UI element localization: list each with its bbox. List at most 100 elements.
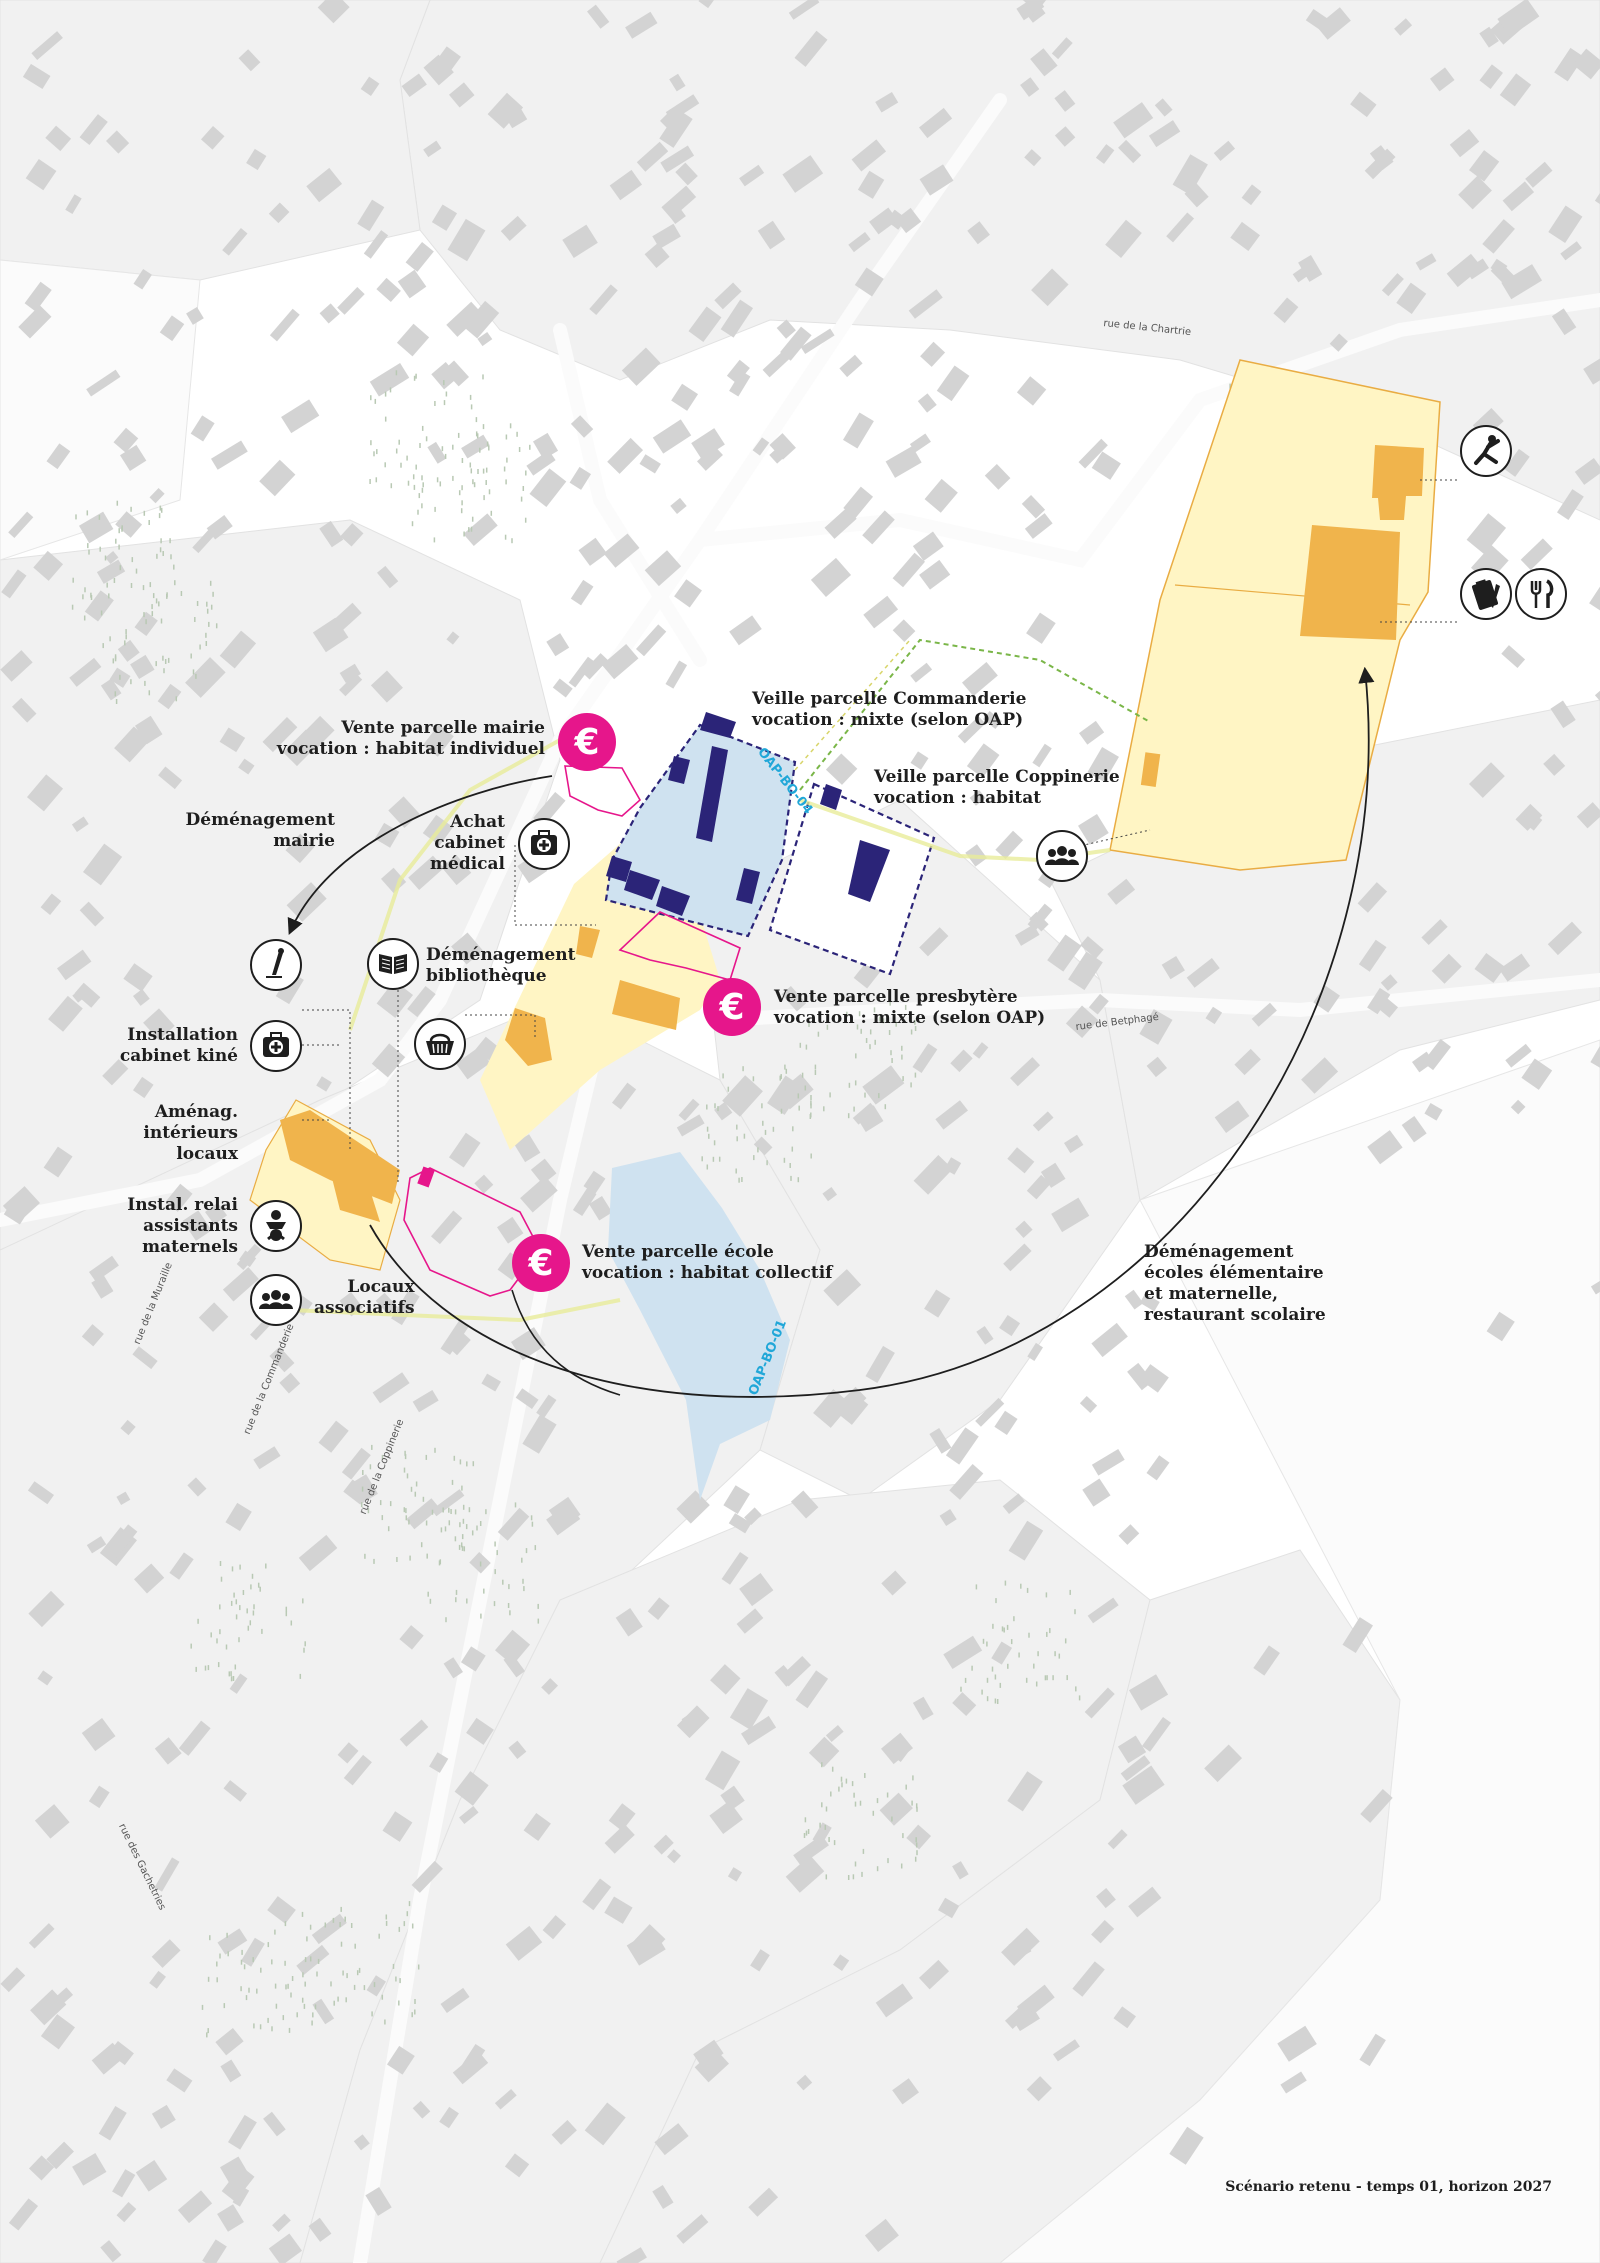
building — [676, 1705, 710, 1739]
building — [22, 63, 51, 89]
building — [454, 1771, 489, 1806]
building — [869, 207, 898, 235]
building — [810, 557, 852, 598]
building — [800, 328, 835, 355]
building — [190, 415, 215, 442]
building — [217, 1928, 248, 1955]
building — [88, 1785, 110, 1809]
building — [862, 1065, 905, 1105]
building — [570, 415, 594, 438]
building — [369, 362, 410, 397]
building — [885, 446, 922, 478]
building — [1161, 955, 1185, 980]
building — [825, 753, 858, 785]
building — [736, 1608, 764, 1634]
building — [408, 855, 444, 890]
baby-icon — [250, 1200, 302, 1252]
building — [1277, 2025, 1317, 2062]
building — [357, 199, 385, 232]
building — [496, 1216, 524, 1244]
building — [1583, 355, 1600, 385]
building — [1556, 489, 1584, 520]
building — [1026, 1174, 1051, 1200]
building — [100, 2240, 122, 2263]
building — [1128, 1886, 1162, 1918]
building — [945, 1427, 979, 1465]
building — [748, 2187, 779, 2217]
building — [698, 0, 717, 9]
building — [722, 1075, 763, 1117]
building — [782, 155, 824, 193]
building — [372, 1372, 410, 1404]
building — [43, 1146, 73, 1178]
building — [530, 1158, 557, 1185]
building — [407, 985, 436, 1018]
building — [246, 148, 267, 171]
building — [1468, 150, 1500, 182]
building — [1499, 73, 1532, 107]
building — [412, 2100, 431, 2119]
building — [117, 639, 140, 662]
building — [671, 383, 699, 411]
building — [79, 114, 108, 146]
building — [852, 1102, 877, 1125]
building — [769, 433, 796, 460]
building — [1148, 120, 1181, 148]
building — [546, 1503, 581, 1536]
building — [995, 830, 1024, 860]
building — [790, 1490, 819, 1519]
label-line: Déménagement — [426, 945, 576, 965]
building — [474, 1174, 494, 1194]
building — [1504, 448, 1530, 477]
label-demenagement-mairie: Déménagement mairie — [186, 810, 335, 852]
building — [412, 1389, 439, 1413]
building — [670, 497, 687, 514]
label-line: Achat — [450, 812, 505, 832]
building — [615, 1608, 643, 1637]
building — [969, 790, 986, 806]
building — [665, 94, 700, 122]
building — [892, 2078, 919, 2105]
building — [892, 552, 926, 588]
building — [839, 354, 863, 378]
building — [456, 1046, 491, 1080]
building — [494, 2088, 517, 2110]
building — [360, 76, 380, 96]
building — [832, 1954, 850, 1971]
group-icon — [1036, 830, 1088, 882]
building — [1118, 1524, 1140, 1545]
building — [1007, 1771, 1043, 1812]
annex-building — [1140, 752, 1161, 787]
building — [466, 1717, 494, 1745]
building — [1521, 1058, 1553, 1090]
building — [65, 194, 82, 214]
building — [1091, 1322, 1128, 1358]
building — [1072, 1961, 1105, 1997]
building — [143, 1008, 175, 1041]
building — [1007, 1147, 1035, 1174]
building — [1521, 810, 1543, 831]
building — [51, 1987, 74, 2008]
building — [767, 1075, 804, 1115]
building — [1316, 7, 1351, 40]
building — [843, 412, 874, 449]
building — [644, 242, 670, 269]
building — [262, 717, 298, 753]
building — [57, 949, 92, 981]
building — [353, 2134, 370, 2151]
building — [159, 315, 185, 342]
building — [8, 511, 34, 539]
building — [1054, 126, 1076, 147]
building — [647, 1597, 670, 1620]
building — [919, 927, 949, 957]
building — [652, 223, 681, 249]
building — [875, 1983, 914, 2018]
building — [317, 0, 350, 24]
building — [1548, 205, 1583, 244]
building — [86, 369, 121, 397]
building — [943, 1635, 983, 1670]
building — [991, 1641, 1013, 1665]
building — [1003, 1243, 1032, 1272]
building — [406, 1498, 440, 1530]
building — [106, 1524, 138, 1559]
